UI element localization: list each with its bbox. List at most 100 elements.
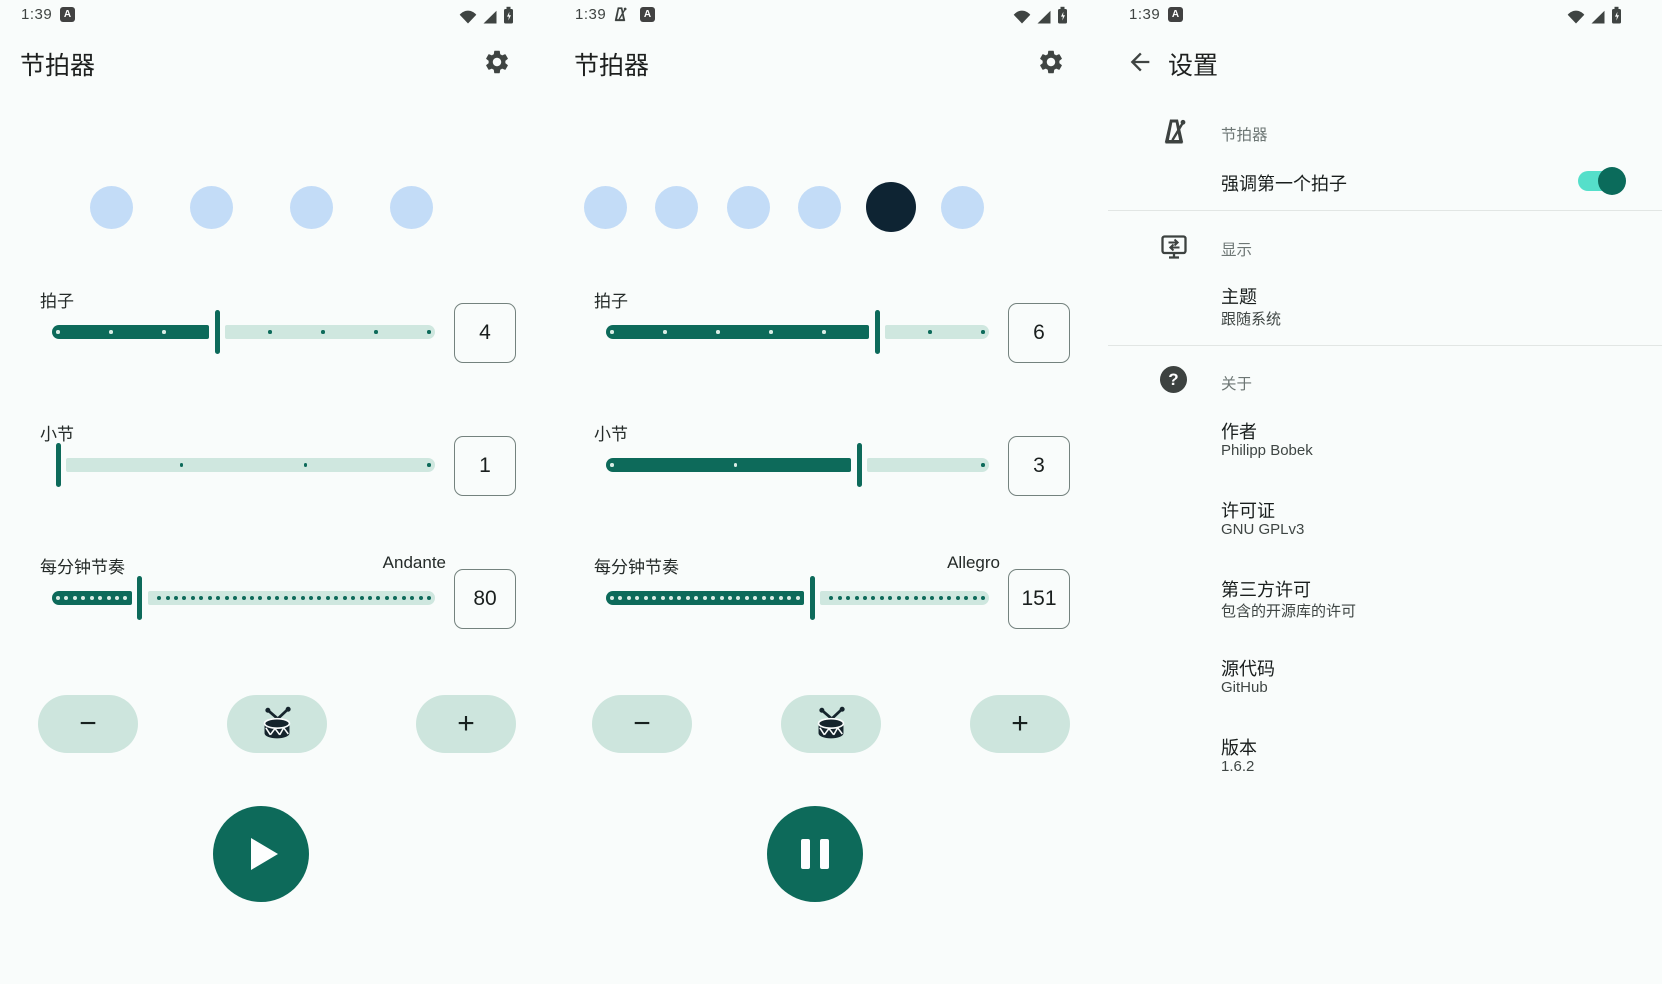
- beat-indicator: [289, 185, 333, 229]
- increase-bpm-button[interactable]: +: [416, 695, 516, 753]
- slider-tick: [106, 596, 111, 600]
- slider-tick: [930, 596, 935, 600]
- play-button[interactable]: [213, 806, 309, 902]
- slider-tick: [610, 330, 614, 334]
- slider-thumb-handle[interactable]: [856, 443, 862, 487]
- bars-slider[interactable]: [606, 441, 989, 489]
- tap-tempo-button[interactable]: [781, 695, 881, 753]
- slider-tick: [733, 463, 738, 467]
- bpm-slider[interactable]: [606, 574, 989, 622]
- pause-button[interactable]: [767, 806, 863, 902]
- slider-track: [147, 591, 435, 605]
- slider-tick: [981, 596, 985, 600]
- app-title: 节拍器: [574, 52, 650, 80]
- decrease-bpm-button[interactable]: −: [38, 695, 138, 753]
- slider-tick: [182, 596, 187, 600]
- slider-tick: [643, 596, 648, 600]
- beat-indicator-active: [866, 182, 916, 232]
- bpm-slider-label: 每分钟节奏: [40, 558, 125, 577]
- drum-icon: [817, 706, 847, 740]
- section-header-display: 显示: [1221, 242, 1253, 259]
- setting-item-author[interactable]: 作者 Philipp Bobek: [1108, 405, 1662, 467]
- bpm-value-field[interactable]: 151: [1008, 569, 1070, 629]
- slider-tick: [822, 330, 826, 334]
- slider-tick: [938, 596, 943, 600]
- slider-tick: [342, 596, 347, 600]
- slider-thumb-handle[interactable]: [137, 576, 143, 620]
- slider-tick: [879, 596, 884, 600]
- slider-tick: [401, 596, 406, 600]
- slider-tick: [711, 596, 716, 600]
- slider-tick: [384, 596, 389, 600]
- slider-track: [66, 458, 435, 472]
- signal-icon: [1591, 10, 1605, 24]
- slider-track-filled: [52, 325, 209, 339]
- setting-item-third-party-licenses[interactable]: 第三方许可 包含的开源库的许可: [1108, 563, 1662, 625]
- slider-tick: [174, 596, 179, 600]
- slider-tick: [249, 596, 254, 600]
- slider-tick: [795, 596, 800, 600]
- slider-tick: [610, 596, 614, 600]
- setting-item-theme[interactable]: 主题 跟随系统: [1108, 270, 1662, 332]
- setting-item-title: 源代码: [1221, 659, 1275, 679]
- display-icon: [1161, 235, 1187, 259]
- slider-tick: [846, 596, 851, 600]
- minus-icon: −: [79, 707, 97, 740]
- slider-tick: [947, 596, 952, 600]
- slider-tick: [266, 596, 271, 600]
- slider-tick: [854, 596, 859, 600]
- slider-tick: [905, 596, 910, 600]
- slider-tick: [677, 596, 682, 600]
- setting-item-source-code[interactable]: 源代码 GitHub: [1108, 642, 1662, 704]
- beat-indicator: [389, 185, 433, 229]
- slider-tick: [972, 596, 977, 600]
- slider-tick: [56, 330, 60, 334]
- back-arrow-icon[interactable]: [1126, 48, 1154, 76]
- setting-item-title: 强调第一个拍子: [1221, 174, 1347, 194]
- slider-tick: [89, 596, 94, 600]
- slider-tick: [123, 596, 128, 600]
- beats-slider[interactable]: [52, 308, 435, 356]
- beat-indicator: [189, 185, 233, 229]
- slider-tick: [761, 596, 766, 600]
- accent-first-beat-toggle[interactable]: [1578, 167, 1626, 195]
- slider-thumb-handle[interactable]: [874, 310, 880, 354]
- increase-bpm-button[interactable]: +: [970, 695, 1070, 753]
- help-icon: ?: [1160, 366, 1187, 393]
- tempo-marking-label: Allegro: [947, 553, 1000, 572]
- slider-tick: [72, 596, 77, 600]
- slider-tick: [303, 463, 308, 467]
- tap-tempo-button[interactable]: [227, 695, 327, 753]
- bars-slider[interactable]: [52, 441, 435, 489]
- beats-slider[interactable]: [606, 308, 989, 356]
- bpm-slider[interactable]: [52, 574, 435, 622]
- app-notification-icon: A: [60, 7, 75, 22]
- slider-track: [885, 325, 989, 339]
- app-notification-icon: A: [1168, 7, 1183, 22]
- slider-tick: [871, 596, 876, 600]
- slider-thumb-handle[interactable]: [809, 576, 815, 620]
- slider-tick: [728, 596, 733, 600]
- decrease-bpm-button[interactable]: −: [592, 695, 692, 753]
- beats-value-field[interactable]: 4: [454, 303, 516, 363]
- setting-item-accent-first-beat[interactable]: 强调第一个拍子: [1108, 155, 1662, 205]
- slider-tick: [162, 330, 166, 334]
- slider-thumb-handle[interactable]: [214, 310, 220, 354]
- setting-item-version[interactable]: 版本 1.6.2: [1108, 721, 1662, 783]
- divider: [1108, 345, 1662, 346]
- setting-item-license[interactable]: 许可证 GNU GPLv3: [1108, 484, 1662, 546]
- bpm-value-field[interactable]: 80: [454, 569, 516, 629]
- slider-tick: [702, 596, 707, 600]
- bars-value-field[interactable]: 3: [1008, 436, 1070, 496]
- beats-value-field[interactable]: 6: [1008, 303, 1070, 363]
- slider-thumb-handle[interactable]: [55, 443, 61, 487]
- setting-item-subtitle: GNU GPLv3: [1221, 521, 1305, 538]
- slider-tick: [778, 596, 783, 600]
- metronome-icon: [1163, 118, 1187, 144]
- beat-indicator: [655, 185, 698, 229]
- setting-item-title: 主题: [1221, 287, 1257, 307]
- slider-tick: [744, 596, 749, 600]
- bars-value-field[interactable]: 1: [454, 436, 516, 496]
- slider-tick: [837, 596, 842, 600]
- metronome-screen-1: 1:39 A 节拍器 拍子 4 小节 1 每分钟节奏 Andante 80 − …: [0, 0, 554, 984]
